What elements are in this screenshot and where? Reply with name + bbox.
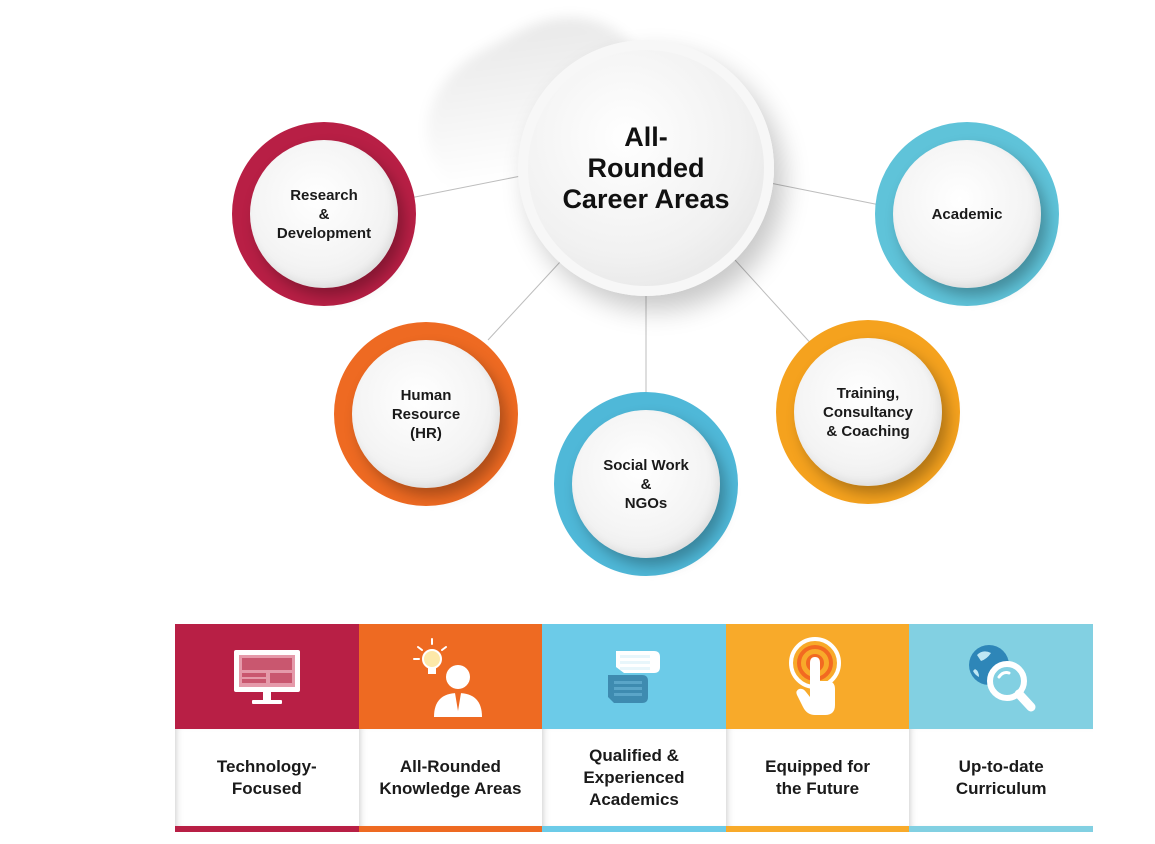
career-node-label: Social Work & NGOs: [603, 456, 689, 512]
feature-icon-panel: [358, 624, 543, 729]
connector-hr: [487, 261, 561, 341]
features-strip: Technology- Focused: [175, 624, 1093, 832]
feature-label-panel: Technology- Focused: [175, 729, 359, 826]
feature-label: Technology- Focused: [216, 756, 317, 798]
feature-equipped-future: Equipped for the Future: [725, 624, 910, 832]
hub-title: All- Rounded Career Areas: [562, 121, 730, 214]
feature-label: Qualified & Experienced Academics: [583, 745, 685, 809]
career-node-social-work: Social Work & NGOs: [554, 392, 738, 576]
feature-label: Equipped for the Future: [765, 756, 870, 798]
career-node-face: Social Work & NGOs: [572, 410, 720, 558]
career-node-label: Research & Development: [276, 186, 372, 242]
career-node-training: Training, Consultancy & Coaching: [776, 320, 960, 504]
feature-color-bar: [725, 826, 910, 832]
feature-color-bar: [358, 826, 543, 832]
monitor-icon: [233, 649, 300, 704]
career-node-face: Human Resource (HR): [352, 340, 500, 488]
feature-icon-panel: [542, 624, 726, 729]
feature-icon-panel: [175, 624, 359, 729]
hub-circle: All- Rounded Career Areas: [518, 40, 774, 296]
feature-technology-focused: Technology- Focused: [175, 624, 359, 832]
feature-qualified-academics: Qualified & Experienced Academics: [542, 624, 726, 832]
feature-color-bar: [542, 826, 726, 832]
career-node-research-development: Research & Development: [232, 122, 416, 306]
lightbulb-person-icon: [413, 637, 483, 717]
career-node-label: Academic: [931, 205, 1003, 223]
feature-label-panel: Equipped for the Future: [725, 729, 910, 826]
feature-label: All-Rounded Knowledge Areas: [379, 756, 522, 798]
career-node-label: Human Resource (HR): [391, 386, 461, 442]
connector-academic: [769, 182, 881, 206]
handshake-icon: [607, 650, 660, 703]
career-node-human-resource: Human Resource (HR): [334, 322, 518, 506]
feature-color-bar: [175, 826, 359, 832]
feature-label-panel: Up-to-date Curriculum: [909, 729, 1093, 826]
career-node-label: Training, Consultancy & Coaching: [822, 384, 913, 440]
feature-color-bar: [909, 826, 1093, 832]
feature-label: Up-to-date Curriculum: [955, 756, 1047, 798]
feature-icon-panel: [909, 624, 1093, 729]
career-node-face: Academic: [893, 140, 1041, 288]
globe-magnifier-icon: [969, 644, 1036, 711]
feature-icon-panel: [725, 624, 910, 729]
feature-label-panel: Qualified & Experienced Academics: [542, 729, 726, 826]
career-node-face: Research & Development: [250, 140, 398, 288]
feature-up-to-date-curriculum: Up-to-date Curriculum: [909, 624, 1093, 832]
touch-finger-icon: [788, 636, 841, 715]
connector-lines: [409, 174, 881, 395]
career-node-face: Training, Consultancy & Coaching: [794, 338, 942, 486]
feature-label-panel: All-Rounded Knowledge Areas: [358, 729, 543, 826]
connector-research: [409, 174, 527, 199]
feature-all-rounded-knowledge: All-Rounded Knowledge Areas: [358, 624, 543, 832]
career-node-academic: Academic: [875, 122, 1059, 306]
connector-training: [734, 259, 816, 349]
